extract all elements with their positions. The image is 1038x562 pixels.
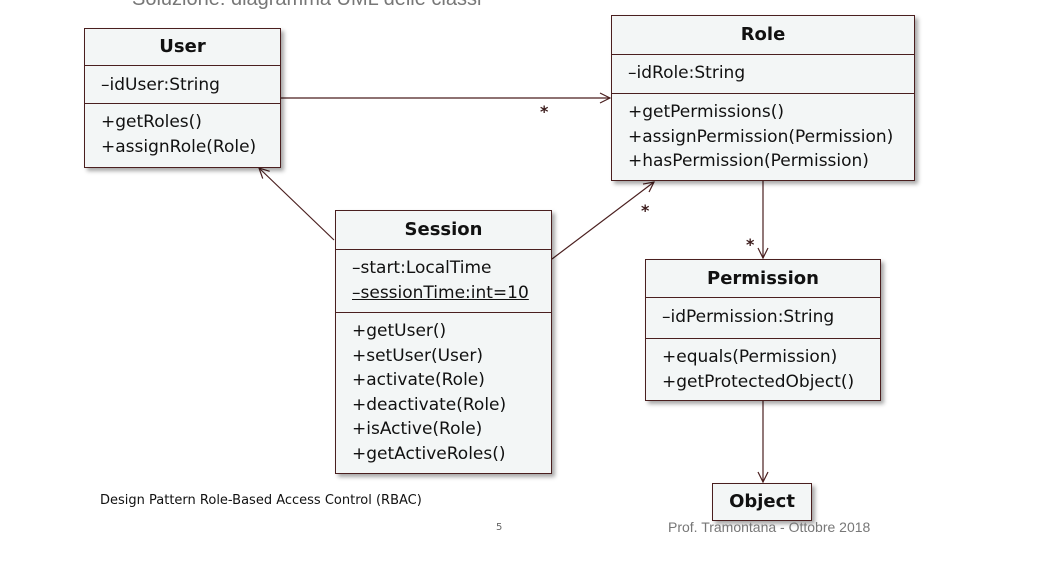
role-class: Role –idRole:String +getPermissions() +a…	[611, 15, 915, 181]
session-operations: +getUser() +setUser(User) +activate(Role…	[336, 313, 551, 466]
permission-op-equals: +equals(Permission)	[662, 347, 838, 367]
page-number: 5	[496, 522, 503, 533]
assoc-session-role	[551, 182, 654, 260]
role-operations: +getPermissions() +assignPermission(Perm…	[612, 94, 914, 174]
user-attributes: –idUser:String	[85, 66, 280, 104]
object-class: Object	[712, 483, 812, 521]
session-op-getuser: +getUser()	[352, 321, 447, 341]
user-op-getroles: +getRoles()	[101, 112, 202, 132]
permission-operations: +equals(Permission) +getProtectedObject(…	[646, 339, 880, 394]
assoc-session-user	[259, 168, 335, 241]
session-op-deactivate: +deactivate(Role)	[352, 394, 507, 415]
slide-title: Soluzione: diagramma UML delle classi	[132, 0, 481, 11]
user-operations: +getRoles() +assignRole(Role)	[85, 104, 280, 159]
session-attr-start: –start:LocalTime	[352, 258, 492, 278]
user-class: User –idUser:String +getRoles() +assignR…	[84, 28, 281, 168]
role-op-haspermission: +hasPermission(Permission)	[628, 151, 869, 171]
footer-author: Prof. Tramontana - Ottobre 2018	[668, 519, 871, 535]
session-attr-sessiontime: –sessionTime:int=10	[352, 282, 529, 303]
permission-class-name: Permission	[646, 260, 880, 298]
session-op-activate: +activate(Role)	[352, 370, 485, 390]
object-class-name: Object	[729, 491, 795, 512]
permission-attr-idpermission: –idPermission:String	[662, 307, 835, 327]
session-op-isactive: +isActive(Role)	[352, 419, 483, 439]
user-op-assignrole: +assignRole(Role)	[101, 136, 257, 157]
multiplicity-session-role: *	[641, 201, 650, 220]
permission-class: Permission –idPermission:String +equals(…	[645, 259, 881, 401]
session-attributes: –start:LocalTime –sessionTime:int=10	[336, 250, 551, 313]
session-op-setuser: +setUser(User)	[352, 345, 483, 366]
role-op-assignpermission: +assignPermission(Permission)	[628, 126, 894, 147]
session-class: Session –start:LocalTime –sessionTime:in…	[335, 210, 552, 474]
multiplicity-user-role: *	[540, 102, 549, 121]
footer-title: Design Pattern Role-Based Access Control…	[100, 493, 422, 508]
role-attributes: –idRole:String	[612, 55, 914, 94]
role-attr-idrole: –idRole:String	[628, 63, 746, 83]
multiplicity-role-permission: *	[746, 235, 755, 254]
role-class-name: Role	[612, 16, 914, 55]
permission-attributes: –idPermission:String	[646, 298, 880, 339]
session-class-name: Session	[336, 211, 551, 250]
user-attr-iduser: –idUser:String	[101, 75, 220, 95]
role-op-getpermissions: +getPermissions()	[628, 102, 784, 122]
session-op-getactiveroles: +getActiveRoles()	[352, 443, 506, 464]
permission-op-getprotectedobject: +getProtectedObject()	[662, 371, 855, 392]
user-class-name: User	[85, 29, 280, 66]
